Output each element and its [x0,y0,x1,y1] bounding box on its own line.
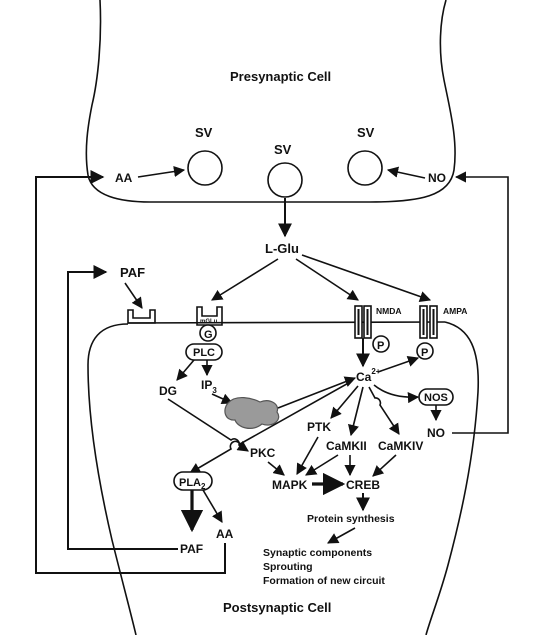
plc-label: PLC [193,347,215,359]
no-to-vesicle-arrow [386,166,426,179]
pkc-label: PKC [250,446,276,460]
synaptic-vesicle-right [347,150,383,186]
camkiv-to-creb-arrow [372,454,397,477]
aa-retrograde-path [35,170,226,574]
postsynaptic-no-label: NO [427,426,445,440]
pkc-to-mapk-arrow [267,461,285,476]
er-to-calcium-arrow [277,376,357,409]
nmda-receptor-label: NMDA [376,306,402,316]
lglu-to-mglu-arrow [211,258,279,301]
nmda-receptor [354,305,372,339]
postsynaptic-aa-label: AA [216,527,234,541]
mglu-receptor-label: mGLu [200,319,218,325]
nos-label: NOS [424,392,448,404]
presynaptic-cell-label: Presynaptic Cell [230,69,331,84]
mapk-label: MAPK [272,478,308,492]
paf-receptor [127,309,156,324]
nmda-phospho-label: P [377,340,384,352]
paf-to-receptor-arrow [124,282,143,309]
outcome-new-circuit: Formation of new circuit [263,575,385,587]
calcium-to-ampa-phospho-arrow [377,356,420,373]
postsynaptic-membrane-top [127,321,446,324]
synaptic-vesicle-label-center: SV [274,142,292,157]
camkii-to-mapk-arrow [305,454,339,476]
protein-synthesis-label: Protein synthesis [307,513,395,525]
ampa-phospho-marker [416,342,434,360]
pla2-to-aa-arrow [202,489,223,523]
plc-box [185,343,223,361]
paf-retrograde-path [67,265,178,550]
calcium-to-camkii-arrow [348,386,364,437]
pla2-label: PLA2 [179,477,206,491]
presynaptic-aa-label: AA [115,171,133,185]
ip3-label: IP3 [201,378,217,395]
synaptic-vesicle-label-right: SV [357,125,375,140]
dg-to-pkc-arrow [167,398,249,452]
dg-label: DG [159,384,177,398]
g-protein-label: G [204,329,213,341]
ptk-label: PTK [307,420,331,434]
synaptic-vesicle-left [187,150,223,186]
lglu-to-nmda-arrow [295,258,359,301]
outcome-sprouting: Sprouting [263,561,313,573]
outcome-synaptic-components: Synaptic components [263,547,372,559]
camkii-label: CaMKII [326,439,367,453]
presynaptic-no-label: NO [428,171,446,185]
calcium-to-camkiv-arrow [368,386,400,435]
calcium-to-nos-arrow [373,384,420,404]
creb-label: CREB [346,478,380,492]
ampa-receptor-label: AMPA [443,306,467,316]
calcium-to-ptk-arrow [330,385,359,419]
postsynaptic-cell-label: Postsynaptic Cell [223,600,331,615]
presynaptic-membrane [85,0,456,203]
lglu-to-ampa-arrow [301,254,432,302]
ptk-to-mapk-arrow [296,436,319,475]
synaptic-vesicle-center [267,162,303,198]
nmda-phospho-marker [372,335,390,353]
l-glutamate-label: L-Glu [265,241,299,256]
no-retrograde-path [452,171,509,434]
calcium-to-pla2-arrow [189,380,353,474]
ampa-phospho-label: P [421,347,428,359]
protein-synthesis-to-outcomes-arrow [327,527,356,544]
camkiv-label: CaMKIV [378,439,423,453]
postsynaptic-paf-label: PAF [180,542,203,556]
g-protein [199,324,217,342]
calcium-label: Ca2+ [356,367,381,384]
plc-to-dg-arrow [176,359,195,381]
er-calcium-store [224,397,280,429]
postsynaptic-membrane-right [425,321,480,635]
aa-to-vesicle-arrow [137,165,186,178]
ampa-receptor [419,305,438,339]
postsynaptic-membrane-left [87,323,137,635]
synaptic-vesicle-label-left: SV [195,125,213,140]
paf-top-label: PAF [120,265,145,280]
